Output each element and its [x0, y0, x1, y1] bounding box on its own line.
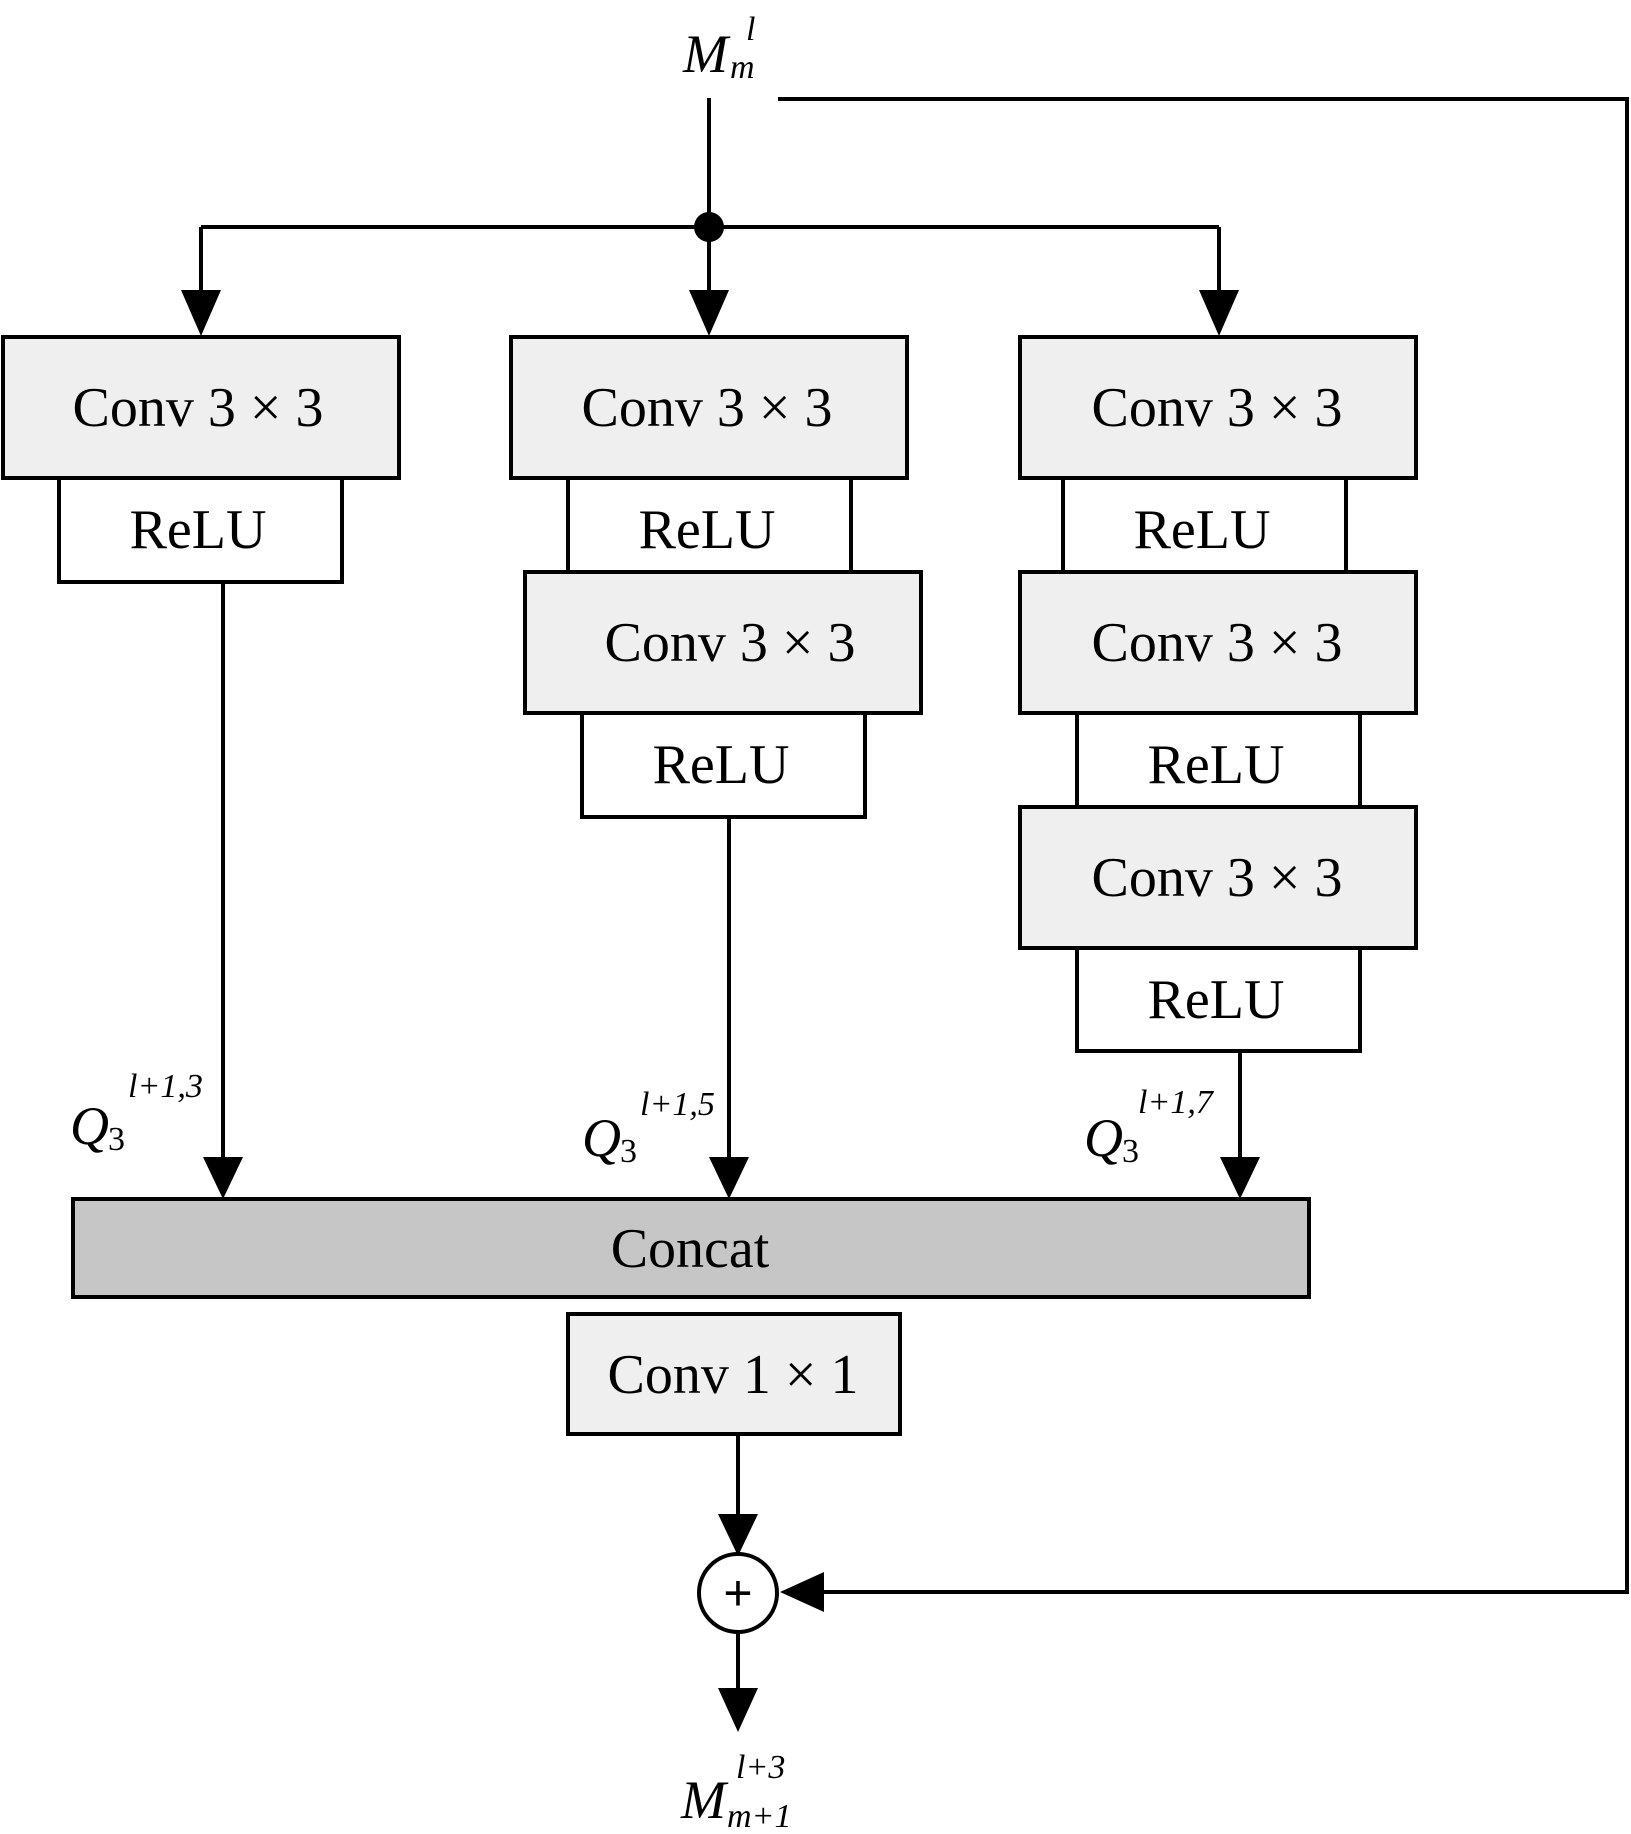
- branch-1: Conv 3 × 3 ReLU: [1, 335, 401, 584]
- output-label-sub: m+1: [727, 1798, 792, 1834]
- connectors: [199, 97, 1629, 1695]
- branch1-output-label: Q 3 l+1,3: [70, 1068, 203, 1158]
- branch2-conv1-label: Conv 3 × 3: [582, 377, 833, 439]
- branch1-conv-box: Conv 3 × 3: [1, 335, 401, 480]
- input-label-base: M: [682, 24, 731, 84]
- input-label: M m l: [682, 11, 755, 86]
- arrowhead-branch1: [181, 290, 221, 336]
- branch3-conv-box-3: Conv 3 × 3: [1018, 805, 1418, 950]
- branch3-relu-box-1: ReLU: [1061, 476, 1348, 574]
- concat-box: Concat: [71, 1197, 1311, 1299]
- arrowhead-branch2: [689, 290, 729, 336]
- svg-text:l: l: [746, 11, 755, 48]
- branch3-output-sup: l+1,7: [1138, 1084, 1215, 1121]
- branch3-output-label: Q 3 l+1,7: [1084, 1084, 1215, 1170]
- svg-text:M: M: [680, 1770, 729, 1830]
- input-label-sub: m: [730, 49, 755, 86]
- svg-text:l+1,3: l+1,3: [128, 1068, 203, 1105]
- branch2-conv-box-1: Conv 3 × 3: [509, 335, 909, 480]
- branch2-output-label: Q 3 l+1,5: [582, 1086, 715, 1170]
- svg-text:3: 3: [108, 1121, 125, 1158]
- sum-circle: [697, 1552, 779, 1634]
- branch2-relu-box-2: ReLU: [580, 711, 867, 819]
- output-label: M m+1 l+3: [680, 1749, 792, 1834]
- branch1-output-base: Q: [70, 1096, 109, 1156]
- branch1-output-sup: l+1,3: [128, 1068, 203, 1105]
- skip-connection-line: [778, 97, 1629, 1594]
- svg-text:m: m: [730, 49, 755, 86]
- output-label-sup: l+3: [736, 1749, 785, 1786]
- arrowhead-concat-3: [1220, 1157, 1260, 1199]
- arrowhead-branch3: [1199, 290, 1239, 336]
- branch3-conv2-label: Conv 3 × 3: [1092, 612, 1343, 674]
- svg-text:3: 3: [1122, 1133, 1139, 1170]
- branch2-relu-box-1: ReLU: [566, 476, 853, 574]
- branch1-relu-box: ReLU: [57, 476, 344, 584]
- branch3-relu-box-2: ReLU: [1075, 711, 1362, 809]
- branch3-relu1-label: ReLU: [1134, 499, 1271, 561]
- branch3-relu-box-3: ReLU: [1075, 946, 1362, 1053]
- input-label-sup: l: [746, 11, 755, 48]
- sum-node: +: [697, 1552, 779, 1634]
- branch2-relu2-label: ReLU: [653, 734, 790, 796]
- svg-text:l+3: l+3: [736, 1749, 785, 1786]
- branch3-conv-box-1: Conv 3 × 3: [1018, 335, 1418, 480]
- svg-text:l+1,7: l+1,7: [1138, 1084, 1215, 1121]
- conv1x1-label: Conv 1 × 1: [608, 1344, 859, 1406]
- branch3-conv3-label: Conv 3 × 3: [1092, 847, 1343, 909]
- arrowhead-sum-right: [780, 1572, 824, 1612]
- arrowhead-concat-1: [203, 1157, 243, 1199]
- branch-2: Conv 3 × 3 ReLU Conv 3 × 3 ReLU: [509, 335, 923, 819]
- branch3-conv1-label: Conv 3 × 3: [1092, 377, 1343, 439]
- branch-3: Conv 3 × 3 ReLU Conv 3 × 3 ReLU Conv 3 ×…: [1018, 335, 1418, 1053]
- svg-text:Q: Q: [582, 1108, 621, 1168]
- branch2-output-sub: 3: [620, 1133, 637, 1170]
- svg-text:Q: Q: [1084, 1108, 1123, 1168]
- branch2-relu1-label: ReLU: [639, 499, 776, 561]
- branch2-output-sup: l+1,5: [640, 1086, 715, 1123]
- arrowheads: [181, 212, 1260, 1732]
- svg-text:M: M: [682, 24, 731, 84]
- branch2-conv2-label: Conv 3 × 3: [605, 612, 856, 674]
- branch3-relu2-label: ReLU: [1148, 734, 1285, 796]
- concat-label: Concat: [611, 1218, 770, 1280]
- output-label-base: M: [680, 1770, 729, 1830]
- branch2-conv-box-2: Conv 3 × 3: [523, 570, 923, 715]
- svg-text:3: 3: [620, 1133, 637, 1170]
- plus-sign: +: [723, 1565, 752, 1621]
- branch3-relu3-label: ReLU: [1148, 969, 1285, 1031]
- branch3-conv-box-2: Conv 3 × 3: [1018, 570, 1418, 715]
- arrowhead-sum-top: [718, 1514, 758, 1556]
- branch1-conv-label: Conv 3 × 3: [73, 377, 324, 439]
- split-junction-dot: [694, 212, 724, 242]
- svg-text:l+1,5: l+1,5: [640, 1086, 715, 1123]
- branch2-output-base: Q: [582, 1108, 621, 1168]
- arrowhead-concat-2: [709, 1157, 749, 1199]
- branch1-output-sub: 3: [108, 1121, 125, 1158]
- svg-text:Q: Q: [70, 1096, 109, 1156]
- svg-text:m+1: m+1: [727, 1798, 792, 1834]
- branch1-relu-label: ReLU: [130, 499, 267, 561]
- conv1x1-box: Conv 1 × 1: [566, 1312, 902, 1436]
- branch3-output-base: Q: [1084, 1108, 1123, 1168]
- branch3-output-sub: 3: [1122, 1133, 1139, 1170]
- arrowhead-output: [718, 1688, 758, 1732]
